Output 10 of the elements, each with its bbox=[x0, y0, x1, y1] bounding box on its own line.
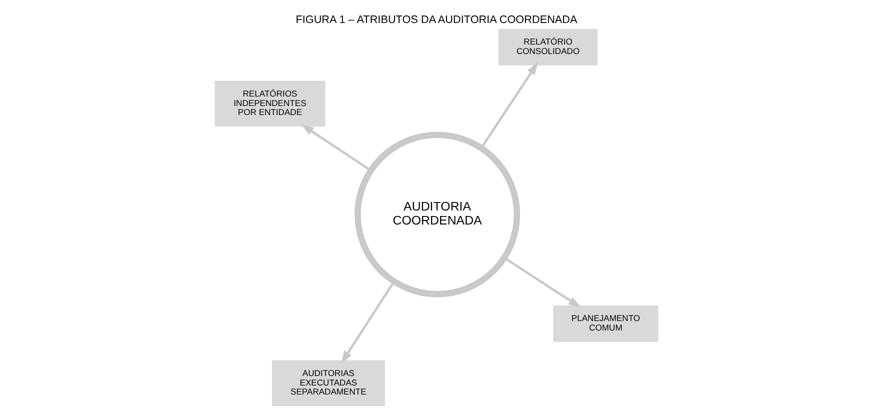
node-box: RELATÓRIOS INDEPENDENTES POR ENTIDADE bbox=[214, 80, 326, 127]
diagram-title: FIGURA 1 – ATRIBUTOS DA AUDITORIA COORDENADA bbox=[296, 14, 578, 26]
node-box: PLANEJAMENTO COMUM bbox=[553, 305, 658, 342]
node-circle: AUDITORIA COORDENADA bbox=[354, 132, 520, 298]
arrow bbox=[481, 62, 538, 148]
arrow bbox=[341, 282, 394, 364]
arrow bbox=[504, 258, 581, 308]
node-box: RELATÓRIO CONSOLIDADO bbox=[498, 28, 598, 66]
node-box: AUDITORIAS EXECUTADAS SEPARADAMENTE bbox=[272, 360, 385, 406]
arrow bbox=[301, 124, 370, 171]
